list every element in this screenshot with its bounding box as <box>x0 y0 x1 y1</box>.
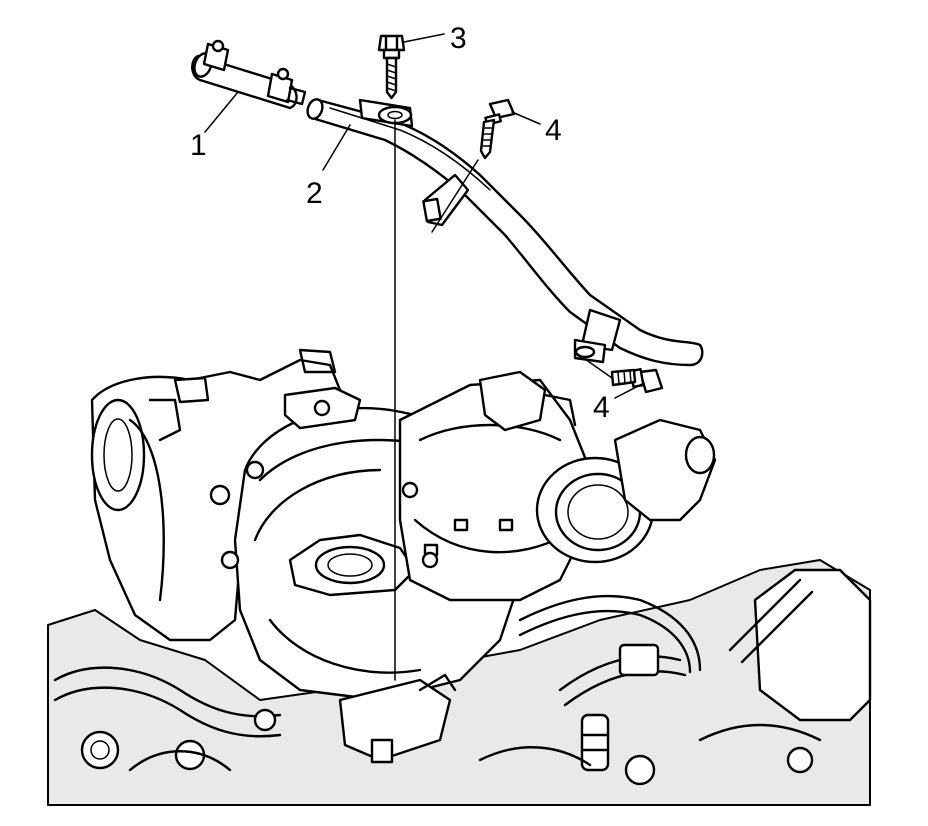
component-4-bolt-upper <box>479 98 516 160</box>
leader-lines <box>204 33 645 399</box>
engine-assembly <box>47 348 872 806</box>
callout-2: 2 <box>306 177 323 210</box>
callout-1: 1 <box>190 129 207 162</box>
component-2-pipe <box>306 98 704 367</box>
callout-4a: 4 <box>545 114 562 147</box>
component-4-bolt-lower <box>610 368 664 394</box>
component-1-hose <box>191 39 307 110</box>
callout-4b: 4 <box>593 391 610 424</box>
alignment-lines <box>394 119 613 681</box>
callout-3: 3 <box>450 22 467 55</box>
component-3-bolt <box>377 34 406 100</box>
